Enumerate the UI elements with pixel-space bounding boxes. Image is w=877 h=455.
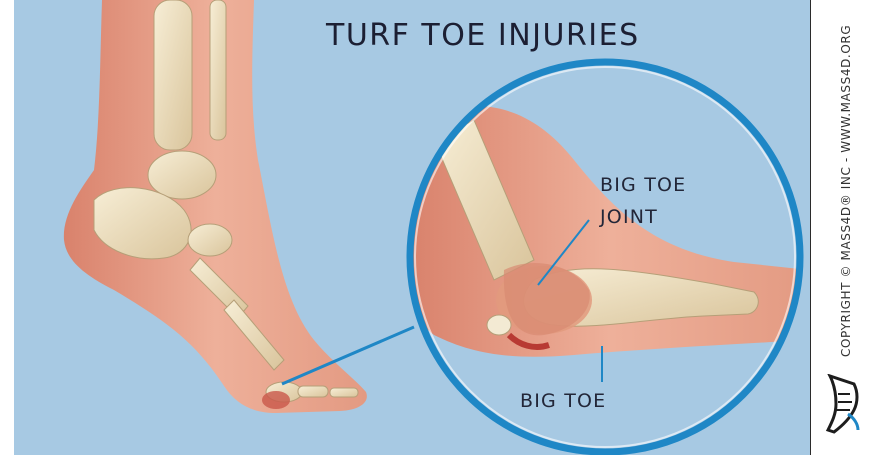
big-toe-joint-label-line1: BIG TOE bbox=[600, 176, 686, 195]
page-title: TURF TOE INJURIES bbox=[326, 18, 746, 58]
big-toe-joint-label-line2: JOINT bbox=[600, 208, 658, 227]
injury-highlight-small bbox=[262, 391, 290, 409]
foot-logo-icon bbox=[824, 374, 864, 436]
big-toe-label: BIG TOE bbox=[520, 392, 606, 411]
copyright-text: COPYRIGHT © MASS4D® INC - WWW.MASS4D.ORG bbox=[839, 2, 857, 357]
foot-illustration bbox=[14, 0, 810, 455]
illustration-panel bbox=[14, 0, 810, 455]
